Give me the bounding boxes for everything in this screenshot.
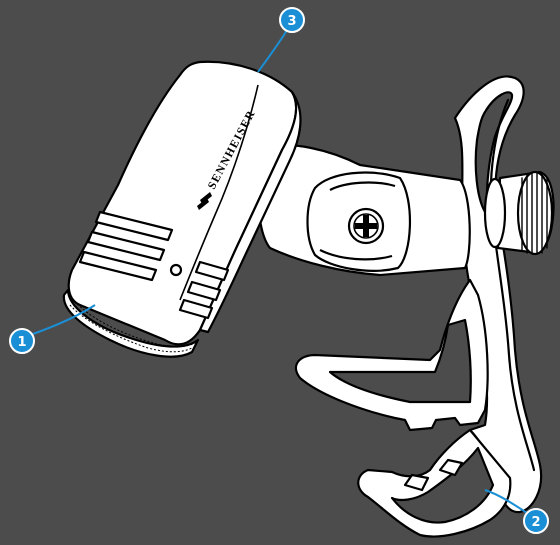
callout-number-2: 2 xyxy=(531,515,540,530)
callout-number-1: 1 xyxy=(17,335,26,350)
callout-1: 1 xyxy=(10,329,34,353)
microphone xyxy=(64,62,301,357)
microphone-switch xyxy=(171,265,181,275)
thumb-screw xyxy=(485,172,554,254)
callout-line-3 xyxy=(258,30,287,72)
clip-holder xyxy=(296,76,554,536)
mount-bracket xyxy=(258,145,470,275)
callout-number-3: 3 xyxy=(287,14,296,29)
callout-3: 3 xyxy=(280,8,304,32)
callout-2: 2 xyxy=(524,509,548,533)
